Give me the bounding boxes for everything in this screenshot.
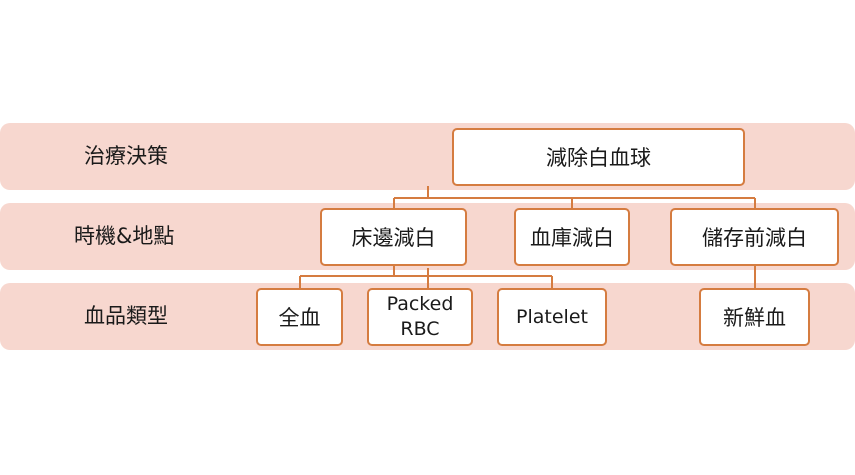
node-pre-storage-leukoreduction: 儲存前減白 <box>670 208 839 266</box>
node-fresh-blood: 新鮮血 <box>699 288 810 346</box>
node-bedside-label: 床邊減白 <box>351 226 436 250</box>
node-whole-blood: 全血 <box>256 288 343 346</box>
row-label-timing-location: 時機&地點 <box>74 224 175 248</box>
node-bedside-leukoreduction: 床邊減白 <box>320 208 467 266</box>
node-packed-rbc-line1: Packed <box>386 293 454 315</box>
node-blood-bank-leukoreduction: 血庫減白 <box>514 208 630 266</box>
node-packed-rbc: Packed RBC <box>367 288 473 346</box>
row-label-decision: 治療決策 <box>84 144 168 168</box>
node-leukoreduction: 減除白血球 <box>452 128 745 186</box>
node-platelet-label: Platelet <box>516 306 588 328</box>
node-pre-storage-label: 儲存前減白 <box>702 226 807 250</box>
node-blood-bank-label: 血庫減白 <box>530 226 614 250</box>
node-fresh-blood-label: 新鮮血 <box>723 306 786 330</box>
row-label-product-type: 血品類型 <box>84 304 168 328</box>
node-platelet: Platelet <box>497 288 607 346</box>
node-whole-blood-label: 全血 <box>278 306 321 330</box>
node-packed-rbc-line2: RBC <box>400 318 440 340</box>
node-leukoreduction-label: 減除白血球 <box>546 146 651 170</box>
